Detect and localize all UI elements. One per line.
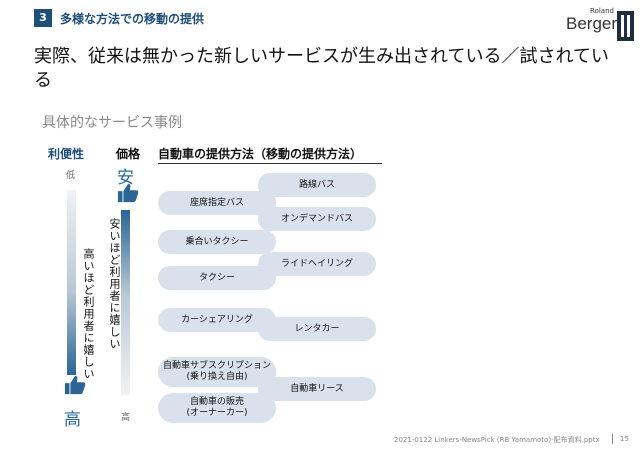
convenience-low-label: 低 bbox=[66, 171, 76, 181]
price-description: 安いほど利用者に嬉しい bbox=[108, 218, 121, 350]
service-pill: 路線バス bbox=[258, 173, 376, 197]
service-pill: タクシー bbox=[158, 266, 276, 290]
column-head-convenience: 利便性 bbox=[48, 147, 85, 161]
roland-berger-logo-icon bbox=[617, 11, 634, 41]
thumbs-up-icon bbox=[117, 183, 139, 203]
logo-top-text: Roland bbox=[590, 7, 614, 15]
service-pill: 自動車の販売 (オーナーカー) bbox=[158, 393, 276, 423]
convenience-description: 高いほど利用者に嬉しい bbox=[82, 248, 95, 380]
service-pill: レンタカー bbox=[258, 317, 376, 341]
section-number-badge: 3 bbox=[34, 9, 52, 27]
page-headline: 実際、従来は無かった新しいサービスが生み出されている／試されている bbox=[34, 46, 609, 91]
service-pill: オンデマンドバス bbox=[258, 207, 376, 231]
footer-divider bbox=[612, 434, 613, 444]
column-head-price: 価格 bbox=[116, 147, 141, 161]
convenience-gradient-bar bbox=[67, 190, 76, 375]
price-gradient-bar bbox=[121, 210, 130, 395]
header-divider bbox=[158, 163, 382, 164]
price-cheap-label: 安 bbox=[117, 168, 134, 188]
service-pill: 乗合いタクシー bbox=[158, 230, 276, 254]
convenience-high-label: 高 bbox=[64, 410, 81, 430]
column-head-method: 自動車の提供方法（移動の提供方法） bbox=[158, 147, 363, 161]
service-pill: 自動車リース bbox=[258, 377, 376, 401]
thumbs-up-icon bbox=[64, 375, 86, 395]
service-pill: 座席指定バス bbox=[158, 191, 276, 215]
subheading: 具体的なサービス事例 bbox=[42, 115, 182, 131]
price-high-label: 高 bbox=[121, 413, 131, 423]
service-pill: 自動車サブスクリプション (乗り換え自由) bbox=[158, 357, 276, 387]
footer-filename: 2021-0122 Linkers-NewsPick (RB Yamamoto)… bbox=[394, 436, 600, 444]
service-pill: ライドヘイリング bbox=[258, 252, 376, 276]
logo-main-text: Berger bbox=[566, 14, 618, 33]
page-number: 15 bbox=[620, 435, 629, 443]
section-title: 多様な方法での移動の提供 bbox=[60, 12, 205, 26]
service-pill: カーシェアリング bbox=[158, 308, 276, 332]
